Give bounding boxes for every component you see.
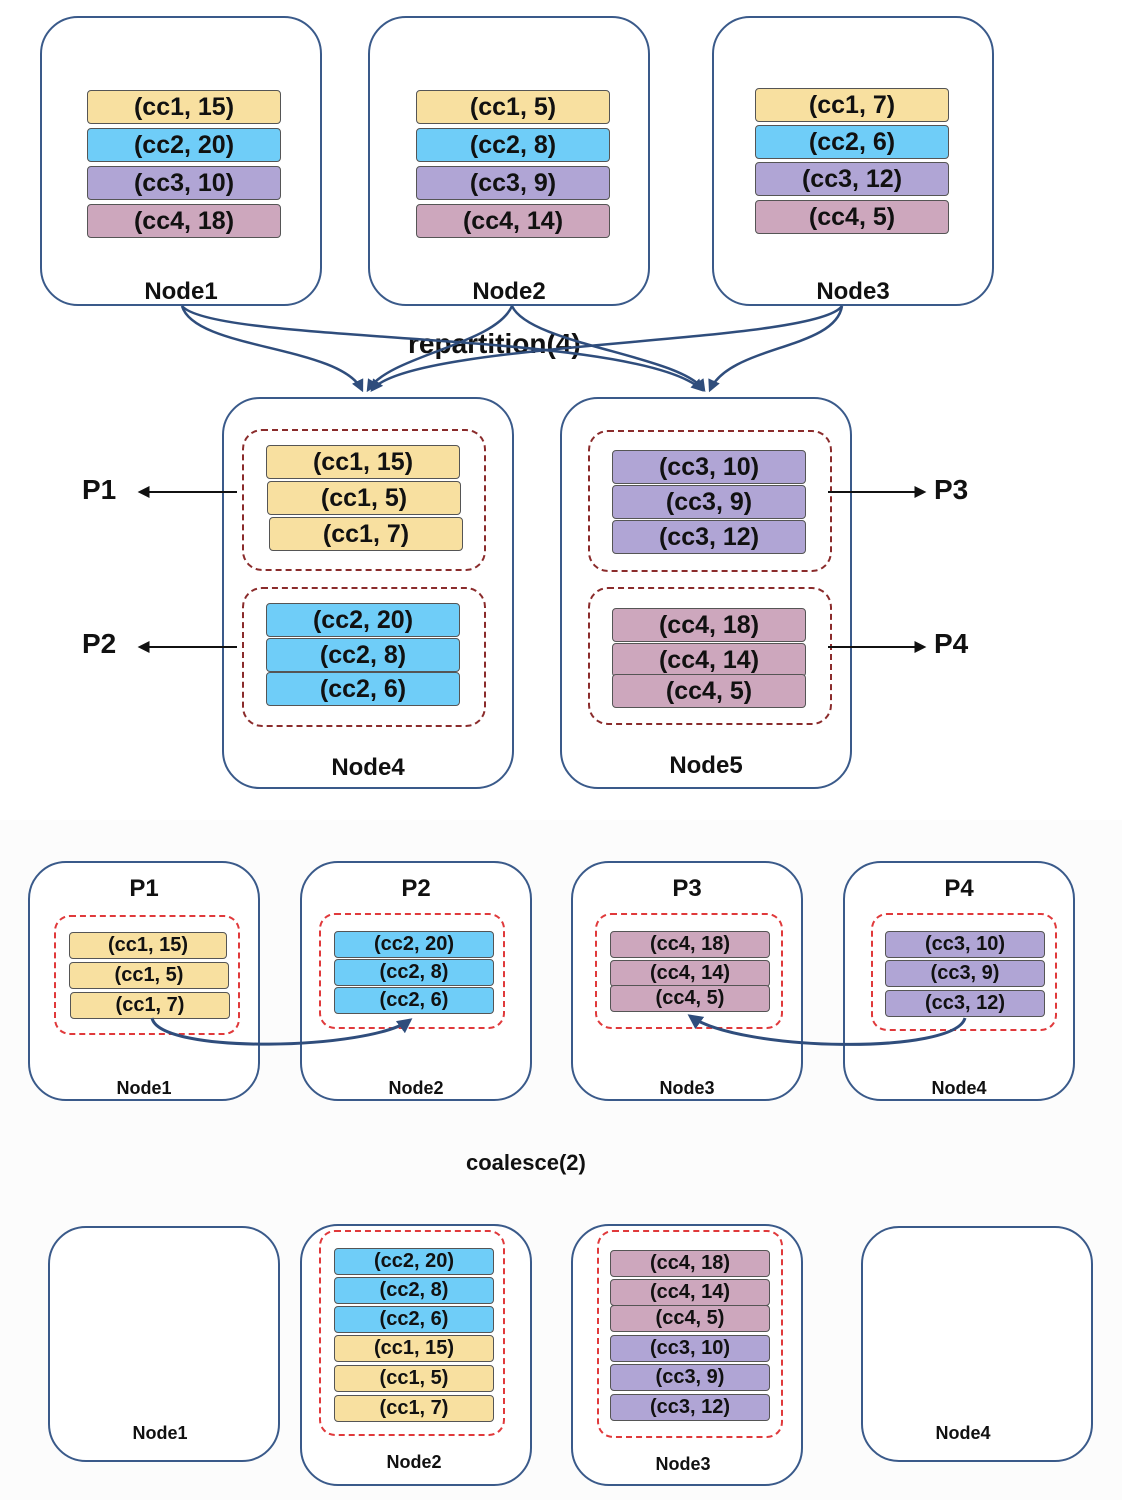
source-node-2: (cc1, 5) (cc2, 8) (cc3, 9) (cc4, 14) Nod… (368, 16, 650, 306)
record: (cc4, 14) (612, 643, 806, 677)
before-node-4: P4 (cc3, 10) (cc3, 9) (cc3, 12) Node4 (843, 861, 1075, 1101)
repartition-caption: repartition(4) (408, 328, 581, 359)
partition-label-p4: P4 (934, 628, 969, 659)
after-node-4: Node4 (861, 1226, 1093, 1462)
record: (cc3, 10) (612, 450, 806, 484)
record: (cc4, 14) (610, 1279, 770, 1306)
record: (cc3, 12) (885, 990, 1045, 1017)
node-label: Node3 (655, 1454, 711, 1474)
record: (cc3, 9) (416, 166, 610, 200)
node-label: Node1 (144, 278, 218, 305)
partition-label-p1: P1 (82, 474, 117, 505)
record: (cc3, 9) (610, 1364, 770, 1391)
partition-box-p4 (588, 587, 832, 725)
target-node-4: (cc1, 15) (cc1, 5) (cc1, 7) (cc2, 20) (c… (222, 397, 514, 789)
record: (cc1, 15) (334, 1335, 494, 1362)
record: (cc1, 5) (416, 90, 610, 124)
record: (cc1, 5) (267, 481, 461, 515)
before-node-3: P3 (cc4, 18) (cc4, 14) (cc4, 5) Node3 (571, 861, 803, 1101)
record: (cc3, 9) (612, 485, 806, 519)
partition-label-p3: P3 (934, 474, 969, 505)
record: (cc4, 18) (612, 608, 806, 642)
node-label: Node1 (116, 1078, 172, 1098)
record: (cc1, 7) (70, 992, 230, 1019)
before-node-1: P1 (cc1, 15) (cc1, 5) (cc1, 7) Node1 (28, 861, 260, 1101)
node-label: Node2 (388, 1078, 444, 1098)
record: (cc4, 5) (612, 674, 806, 708)
record: (cc2, 6) (334, 987, 494, 1014)
after-node-3: (cc4, 18) (cc4, 14) (cc4, 5) (cc3, 10) (… (571, 1224, 803, 1486)
record: (cc2, 20) (87, 128, 281, 162)
node-label: Node5 (669, 752, 743, 779)
record: (cc4, 5) (610, 1305, 770, 1332)
record: (cc4, 5) (755, 200, 949, 234)
partition-title: P4 (944, 875, 974, 902)
record: (cc4, 18) (610, 1250, 770, 1277)
record: (cc2, 6) (755, 125, 949, 159)
record: (cc4, 18) (610, 931, 770, 958)
node-label: Node2 (472, 278, 546, 305)
record: (cc2, 8) (416, 128, 610, 162)
target-node-5: (cc3, 10) (cc3, 9) (cc3, 12) (cc4, 18) (… (560, 397, 852, 789)
partition-box (319, 1230, 505, 1436)
record: (cc3, 9) (885, 960, 1045, 987)
record: (cc2, 8) (334, 1277, 494, 1304)
partition-label-p2: P2 (82, 628, 117, 659)
record: (cc4, 18) (87, 204, 281, 238)
partition-box-p2 (242, 587, 486, 727)
node-label: Node4 (331, 754, 405, 781)
partition-title: P2 (401, 875, 431, 902)
record: (cc1, 7) (269, 517, 463, 551)
record: (cc2, 20) (266, 603, 460, 637)
record: (cc2, 6) (334, 1306, 494, 1333)
record: (cc2, 8) (334, 959, 494, 986)
record: (cc1, 15) (69, 932, 227, 959)
node-label: Node3 (816, 278, 890, 305)
partition-box (54, 915, 240, 1035)
source-node-1: (cc1, 15) (cc2, 20) (cc3, 10) (cc4, 18) … (40, 16, 322, 306)
before-node-2: P2 (cc2, 20) (cc2, 8) (cc2, 6) Node2 (300, 861, 532, 1101)
partition-title: P3 (672, 875, 702, 902)
node-label: Node2 (386, 1452, 442, 1472)
record: (cc1, 5) (334, 1365, 494, 1392)
record: (cc2, 6) (266, 672, 460, 706)
record: (cc1, 15) (87, 90, 281, 124)
partition-box (597, 1230, 783, 1438)
node-label: Node3 (659, 1078, 715, 1098)
record: (cc1, 5) (69, 962, 229, 989)
record: (cc1, 15) (266, 445, 460, 479)
partition-box-p3 (588, 430, 832, 572)
coalesce-caption: coalesce(2) (466, 1150, 586, 1175)
node-label: Node1 (132, 1423, 188, 1443)
record: (cc1, 7) (755, 88, 949, 122)
record: (cc2, 20) (334, 1248, 494, 1275)
record: (cc1, 7) (334, 1395, 494, 1422)
record: (cc3, 10) (87, 166, 281, 200)
record: (cc3, 10) (885, 931, 1045, 958)
source-node-3: (cc1, 7) (cc2, 6) (cc3, 12) (cc4, 5) Nod… (712, 16, 994, 306)
record: (cc2, 20) (334, 931, 494, 958)
record: (cc3, 12) (610, 1394, 770, 1421)
partition-box-p1 (242, 429, 486, 571)
record: (cc4, 5) (610, 985, 770, 1012)
partition-title: P1 (129, 875, 159, 902)
after-node-2: (cc2, 20) (cc2, 8) (cc2, 6) (cc1, 15) (c… (300, 1224, 532, 1486)
node-label: Node4 (935, 1423, 991, 1443)
record: (cc3, 12) (755, 162, 949, 196)
node-label: Node4 (931, 1078, 987, 1098)
record: (cc4, 14) (610, 960, 770, 987)
record: (cc4, 14) (416, 204, 610, 238)
record: (cc3, 12) (612, 520, 806, 554)
record: (cc2, 8) (266, 638, 460, 672)
after-node-1: Node1 (48, 1226, 280, 1462)
record: (cc3, 10) (610, 1335, 770, 1362)
